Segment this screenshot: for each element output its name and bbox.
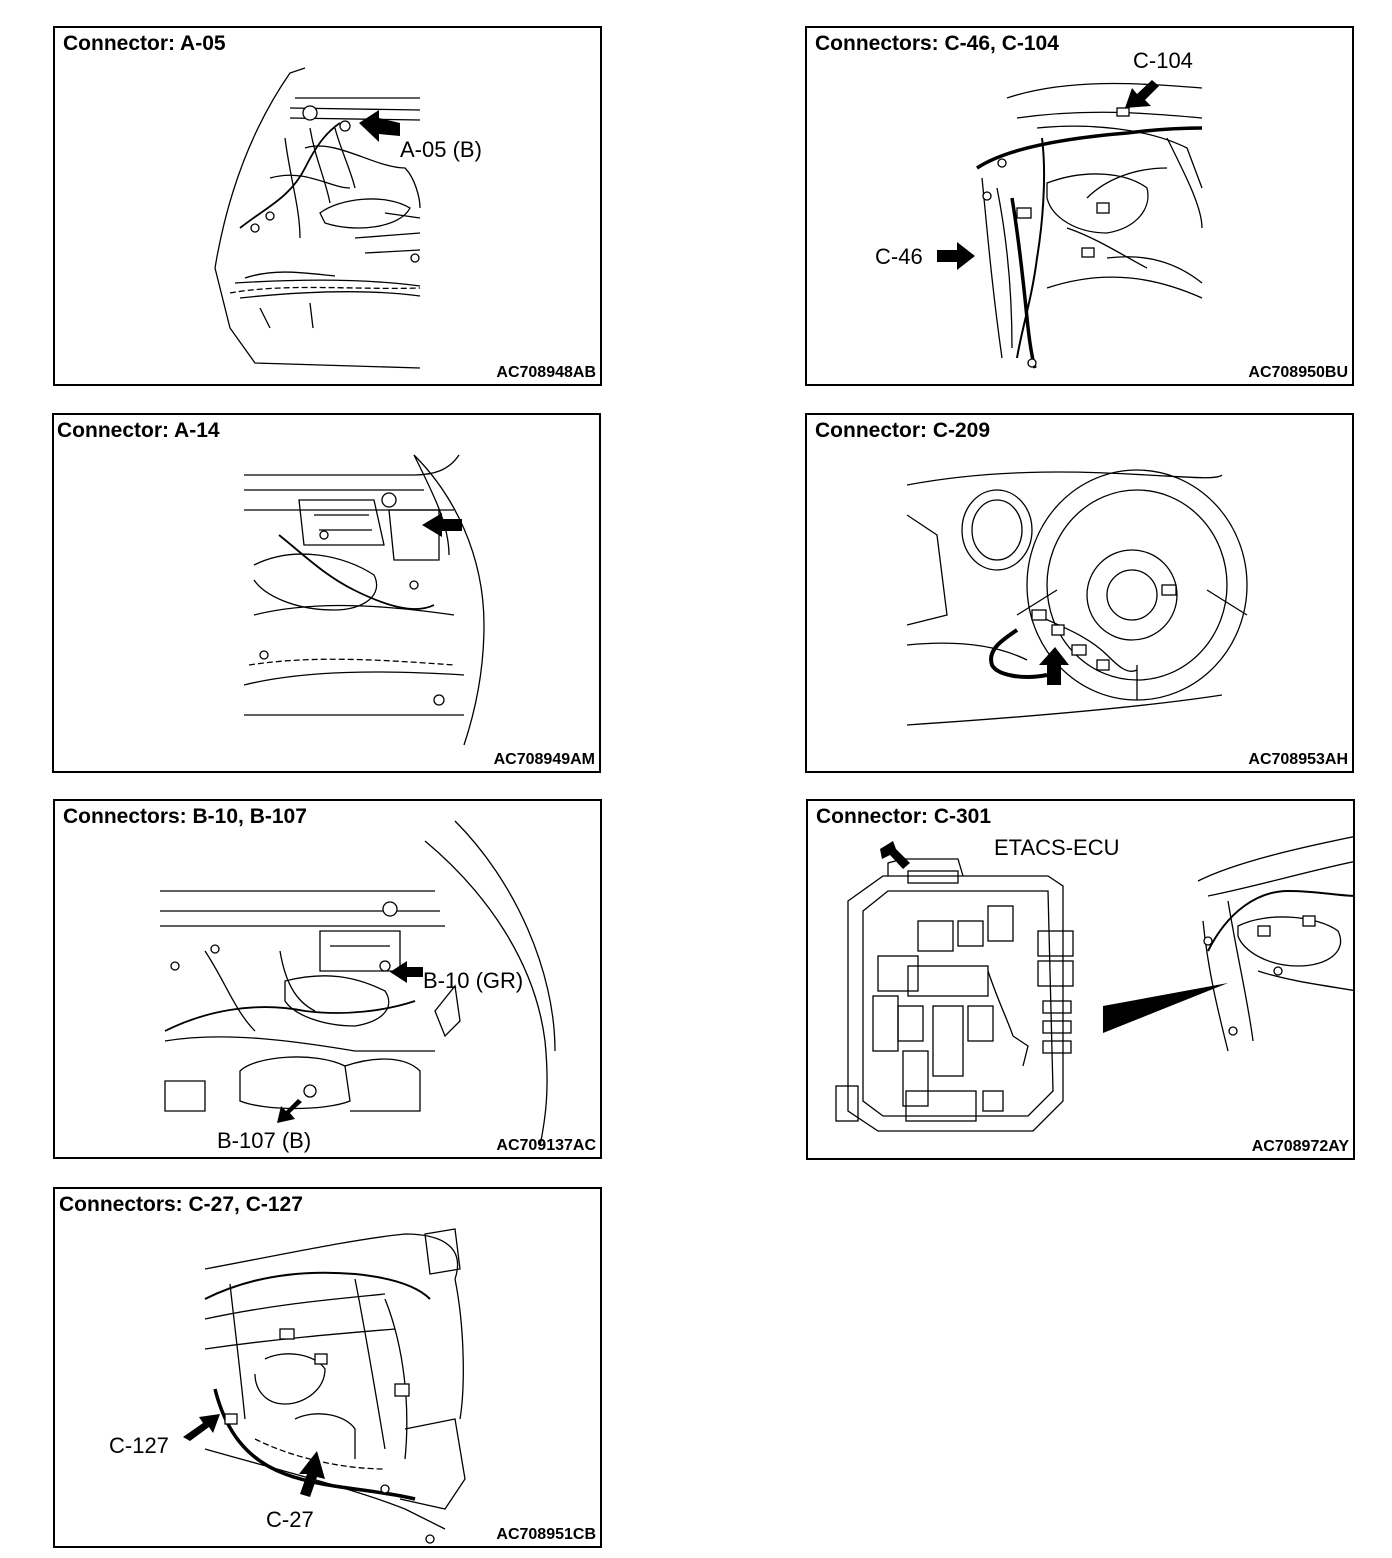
panel-title: Connectors: C-27, C-127 (59, 1193, 303, 1216)
arrow-b107 (277, 1099, 302, 1123)
panel-connector-c301: Connector: C-301 ETACS-ECU AC708972AY (806, 799, 1355, 1160)
figure-code: AC708972AY (1251, 1138, 1349, 1155)
steering-column-illustration (906, 469, 1248, 726)
figure-code: AC708949AM (493, 751, 595, 768)
callout-c27: C-27 (266, 1507, 314, 1532)
callout-c104: C-104 (1133, 48, 1193, 73)
figure-code: AC709137AC (496, 1137, 596, 1154)
dashboard-harness-illustration (937, 80, 1203, 369)
panel-title: Connector: C-301 (816, 805, 992, 828)
pointer-wedge (1103, 983, 1228, 1033)
callout-c46: C-46 (875, 244, 923, 269)
panel-title: Connector: C-209 (815, 419, 991, 442)
arrow-c209 (1039, 647, 1069, 685)
dashboard-harness-illustration (183, 1228, 466, 1544)
arrow-c301 (880, 841, 910, 869)
panel-title: Connector: A-05 (63, 32, 226, 55)
callout-etacs-ecu: ETACS-ECU (994, 835, 1120, 860)
arrow-c46 (937, 242, 975, 270)
panel-connector-b10-b107: Connectors: B-10, B-107 B-10 (GR) B-107 … (53, 799, 602, 1159)
engine-bay-illustration (214, 67, 421, 369)
engine-bay-illustration (243, 454, 485, 746)
arrow-c104 (1125, 80, 1159, 108)
figure-code: AC708953AH (1248, 751, 1348, 768)
arrow-a05 (359, 110, 400, 142)
panel-connector-c27-c127: Connectors: C-27, C-127 C-127 C-27 AC708… (53, 1187, 602, 1548)
panel-connector-c46-c104: Connectors: C-46, C-104 C-104 C-46 AC708… (805, 26, 1354, 386)
panel-title: Connector: A-14 (57, 419, 220, 442)
etacs-ecu-illustration (835, 836, 1353, 1132)
arrow-c127 (183, 1414, 220, 1441)
callout-b107: B-107 (B) (217, 1128, 312, 1153)
arrow-b10 (390, 961, 423, 983)
panel-connector-a14: Connector: A-14 AC708949AM (52, 413, 601, 773)
panel-connector-a05: Connector: A-05 A-05 (B) AC708948AB (53, 26, 602, 386)
arrow-c27 (299, 1451, 325, 1497)
callout-a05: A-05 (B) (400, 137, 482, 162)
engine-bay-illustration (160, 820, 556, 1147)
arrow-a14 (422, 513, 462, 537)
figure-code: AC708950BU (1248, 364, 1348, 381)
figure-code: AC708951CB (496, 1526, 596, 1543)
callout-c127: C-127 (109, 1433, 169, 1458)
panel-connector-c209: Connector: C-209 AC708953AH (805, 413, 1354, 773)
figure-code: AC708948AB (496, 364, 596, 381)
panel-title: Connectors: C-46, C-104 (815, 32, 1059, 55)
callout-b10: B-10 (GR) (423, 968, 524, 993)
panel-title: Connectors: B-10, B-107 (63, 805, 307, 828)
